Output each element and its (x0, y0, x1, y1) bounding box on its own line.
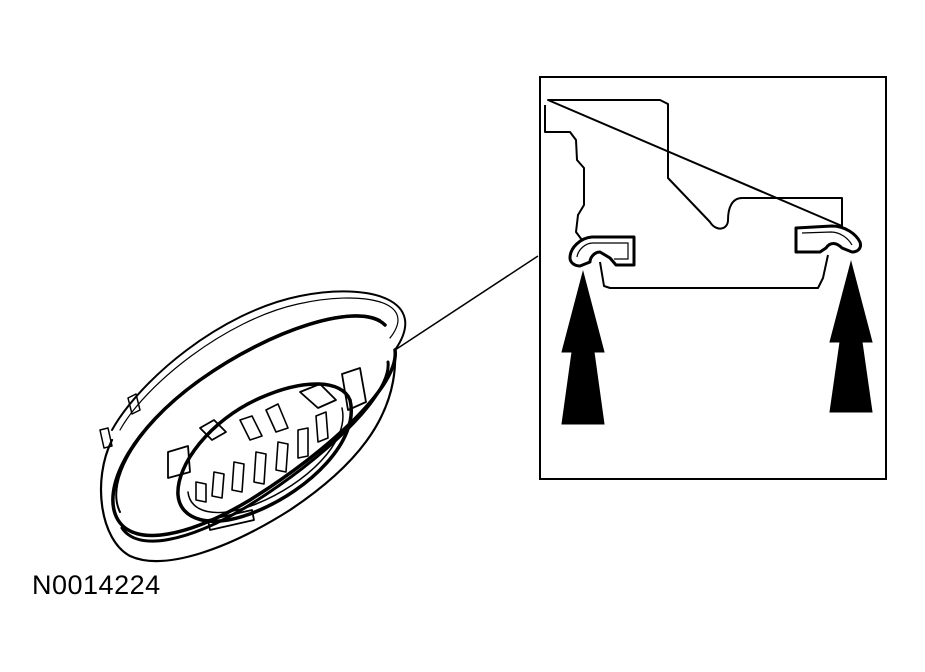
left-clip-inner (576, 242, 629, 260)
cross-section-profile (544, 99, 843, 289)
ring-outer-band-2 (120, 360, 390, 543)
ring-inner-bore (176, 382, 353, 523)
arrow-up-icon (561, 270, 605, 425)
ring-bottom-rim (100, 350, 397, 563)
ring-outer-back-edge-2 (119, 297, 399, 431)
ring-side-tab-2 (127, 393, 141, 415)
figure-id-label: N0014224 (32, 570, 161, 600)
ring-side-tab-1 (99, 427, 113, 449)
arrow-up-icon (829, 260, 873, 413)
synchronizer-ring (99, 290, 407, 563)
ring-outer-back-edge (111, 290, 407, 431)
ring-inner-splines (195, 403, 329, 503)
ring-outer-band-3 (115, 314, 381, 513)
leader-line (394, 255, 539, 351)
right-clip-inner (801, 231, 853, 246)
detail-inset (539, 76, 887, 480)
ring-inner-keys (167, 367, 367, 531)
ring-inner-bore-2 (187, 407, 344, 514)
